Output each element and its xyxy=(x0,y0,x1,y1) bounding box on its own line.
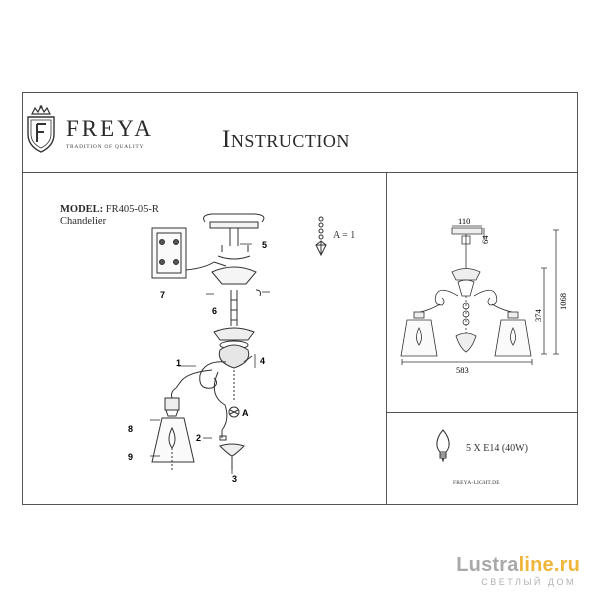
dim-width: 583 xyxy=(456,365,469,375)
callout-3: 3 xyxy=(232,474,237,484)
dim-body-height: 374 xyxy=(533,309,543,323)
watermark-subtitle: СВЕТЛЫЙ ДОМ xyxy=(481,577,576,587)
bulb-icon xyxy=(436,429,450,462)
callout-2: 2 xyxy=(196,433,201,443)
brand-tagline: TRADITION OF QUALITY xyxy=(66,144,145,150)
model-line: MODEL: FR405-05-R xyxy=(60,204,159,215)
brand-name: FREYA xyxy=(66,116,154,141)
watermark-part-a: Lustra xyxy=(456,554,519,576)
model-value: FR405-05-R xyxy=(105,204,159,215)
callout-6: 6 xyxy=(212,306,217,316)
callout-8: 8 xyxy=(128,424,133,434)
freya-crest-logo-icon xyxy=(27,104,55,153)
header-divider xyxy=(22,172,578,173)
dim-total-height: 1068 xyxy=(558,293,568,310)
watermark-logo: Lustraline.ru xyxy=(456,554,580,577)
dim-top-width: 110 xyxy=(458,216,470,226)
model-label: MODEL: xyxy=(60,204,104,215)
callout-4: 4 xyxy=(260,356,265,366)
callout-a: A xyxy=(242,408,249,418)
assembly-diagram: 1 2 3 4 5 6 7 8 9 A xyxy=(128,213,270,484)
callout-5: 5 xyxy=(262,240,267,250)
specs-divider xyxy=(386,412,578,413)
column-divider xyxy=(386,172,387,505)
page-title: Instruction xyxy=(222,126,350,153)
product-kind: Chandelier xyxy=(60,216,107,227)
bulb-spec: 5 X E14 (40W) xyxy=(466,443,528,454)
callout-1: 1 xyxy=(176,358,181,368)
website-label: FREYA-LIGHT.DE xyxy=(453,480,500,486)
watermark-part-b: line.ru xyxy=(518,554,580,576)
parts-legend: A = 1 xyxy=(333,230,356,241)
callout-9: 9 xyxy=(128,452,133,462)
instruction-frame xyxy=(22,92,578,505)
dim-top-height: 64 xyxy=(480,235,490,244)
crystal-pendant-icon xyxy=(315,216,327,257)
callout-7: 7 xyxy=(160,290,165,300)
dimension-drawing: 110 64 1068 374 583 xyxy=(400,216,568,375)
